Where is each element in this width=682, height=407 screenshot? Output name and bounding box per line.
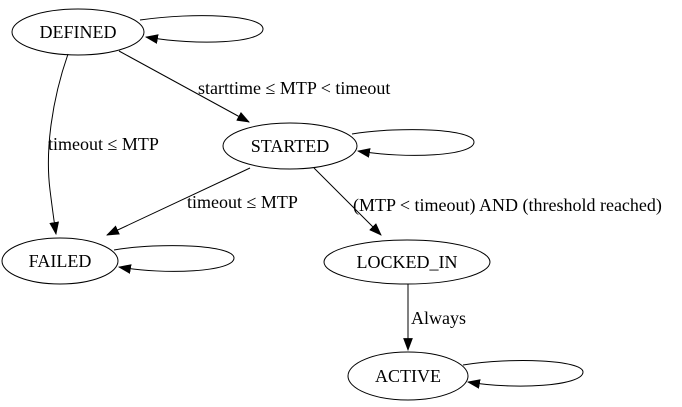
node-active-label: ACTIVE — [375, 366, 441, 386]
node-started-ellipse — [222, 122, 358, 170]
edge-started-locked-in: (MTP < timeout) AND (threshold reached) — [313, 167, 662, 236]
edge-defined-started: starttime ≤ MTP < timeout — [118, 50, 390, 123]
node-defined: DEFINED — [11, 8, 145, 56]
self-loop-started — [351, 129, 475, 158]
edge-started-locked-in-path — [313, 167, 382, 236]
edge-started-failed: timeout ≤ MTP — [106, 167, 298, 236]
self-loop-failed — [113, 245, 235, 274]
self-loop-defined — [139, 15, 264, 44]
node-started: STARTED — [222, 122, 358, 170]
edge-label-started-failed: timeout ≤ MTP — [187, 192, 298, 212]
node-active: ACTIVE — [347, 351, 469, 401]
edge-defined-started-path — [118, 50, 250, 123]
edge-label-locked-in-active: Always — [411, 308, 466, 328]
node-started-label: STARTED — [251, 136, 329, 156]
node-failed: FAILED — [1, 237, 119, 285]
edge-locked-in-active: Always — [403, 284, 466, 352]
edge-started-failed-path — [106, 167, 251, 236]
node-locked-in: LOCKED_IN — [323, 239, 491, 285]
node-failed-ellipse — [1, 237, 119, 285]
edge-defined-failed: timeout ≤ MTP — [47, 53, 159, 236]
self-loop-active — [462, 360, 584, 389]
node-defined-ellipse — [11, 8, 145, 56]
node-locked-in-ellipse — [323, 239, 491, 285]
edge-defined-failed-path — [47, 53, 69, 236]
edge-label-defined-failed: timeout ≤ MTP — [48, 134, 159, 154]
node-active-ellipse — [347, 351, 469, 401]
node-failed-label: FAILED — [29, 251, 92, 271]
node-defined-label: DEFINED — [40, 22, 117, 42]
edge-label-started-locked-in: (MTP < timeout) AND (threshold reached) — [353, 195, 662, 216]
edge-label-defined-started: starttime ≤ MTP < timeout — [198, 78, 390, 98]
node-locked-in-label: LOCKED_IN — [357, 252, 458, 272]
